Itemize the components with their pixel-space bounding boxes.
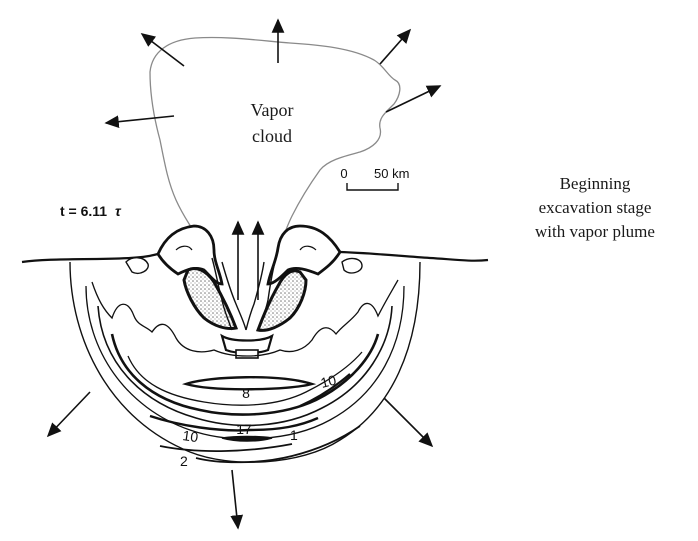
ground-surface-right: [340, 252, 488, 261]
crater-floor-block: [236, 350, 258, 358]
shock-expansion-arrows: [48, 392, 432, 528]
scale-value: 50 km: [374, 166, 409, 181]
time-label-value: t = 6.11: [60, 203, 107, 219]
caption-line-3: with vapor plume: [500, 220, 690, 244]
contour-2: [196, 426, 360, 462]
caption-line-1: Beginning: [500, 172, 690, 196]
contour-label-1: 1: [290, 427, 298, 443]
caption-line-2: excavation stage: [500, 196, 690, 220]
arrow-up-right: [380, 30, 410, 64]
time-label: t = 6.11 τ: [60, 203, 122, 219]
arrow-up-left: [142, 34, 184, 66]
plume-arrows: [238, 222, 258, 300]
rim-debris-right: [342, 259, 362, 273]
vapor-cloud-outline: [150, 37, 400, 258]
arrow-right: [386, 86, 440, 112]
time-label-symbol: τ: [115, 203, 122, 219]
stage-caption: Beginning excavation stage with vapor pl…: [500, 172, 690, 244]
contour-label-8: 8: [242, 385, 250, 401]
rim-debris-left: [126, 258, 148, 274]
contour-label-17: 17: [236, 421, 252, 437]
cloud-label-line2: cloud: [252, 126, 292, 146]
arrow-left: [106, 116, 174, 123]
shock-arrow-right: [384, 398, 432, 446]
contour-label-10-left: 10: [182, 427, 200, 445]
scale-zero: 0: [340, 166, 347, 181]
scale-bar: 0 50 km: [340, 166, 409, 190]
contour-17: [222, 437, 272, 442]
projectile-remnant-right: [258, 271, 306, 331]
shock-arrow-down: [232, 470, 238, 528]
cloud-label-line1: Vapor: [251, 100, 294, 120]
contour-label-2: 2: [180, 453, 188, 469]
shock-arrow-left: [48, 392, 90, 436]
